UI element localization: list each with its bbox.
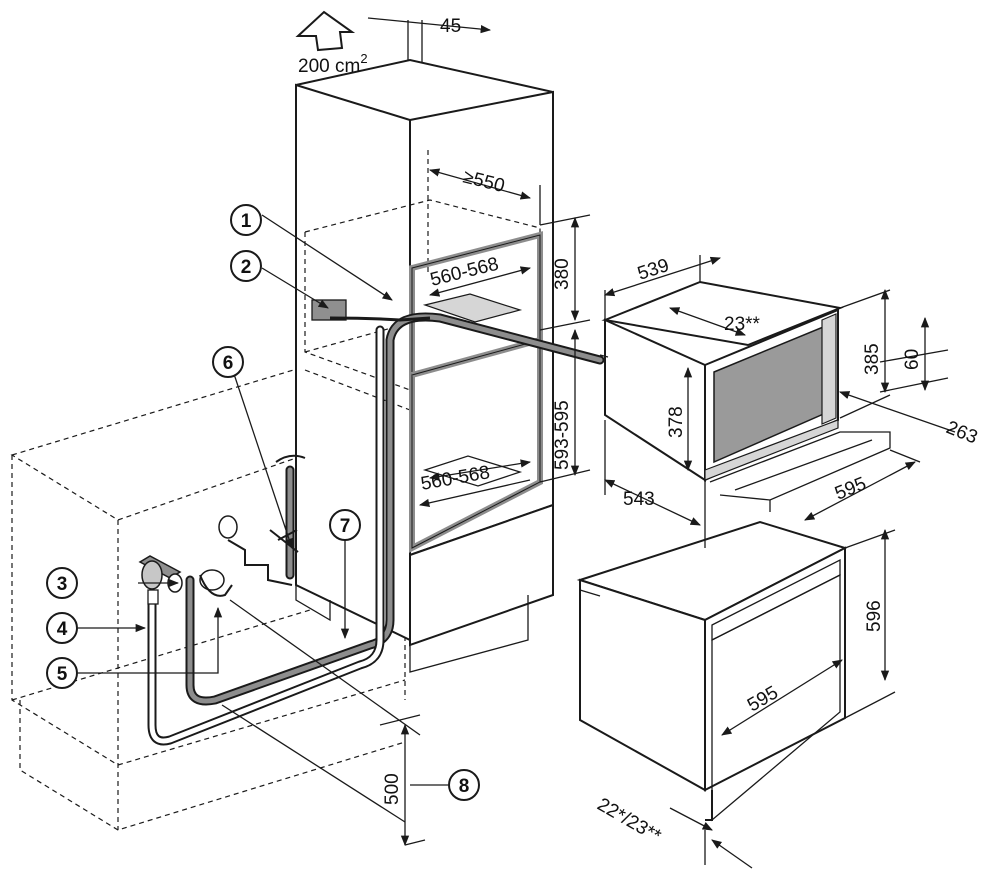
dim-top-unit-front-width: 595 — [832, 473, 869, 504]
siphon — [199, 515, 299, 597]
dim-oven-front-offset: 22*/23** — [594, 794, 665, 847]
dim-upper-height: 380 — [552, 258, 573, 290]
dim-oven-height: 596 — [864, 600, 885, 632]
dim-top-unit-height-385: 385 — [862, 343, 883, 375]
callout-4: 4 — [46, 612, 78, 644]
dim-top-unit-depth-543: 543 — [623, 489, 655, 510]
dim-top-unit-depth: 263 — [943, 417, 980, 448]
dimension-lines — [78, 17, 956, 869]
callout-8: 8 — [448, 769, 480, 801]
svg-text:2: 2 — [241, 257, 252, 278]
svg-text:6: 6 — [223, 353, 234, 374]
callout-7: 7 — [329, 509, 361, 541]
callout-3: 3 — [46, 567, 78, 599]
callout-6: 6 — [212, 346, 244, 378]
svg-text:3: 3 — [57, 574, 68, 595]
water-tap — [138, 555, 183, 605]
svg-text:8: 8 — [459, 776, 470, 797]
svg-text:5: 5 — [57, 664, 68, 685]
callout-1: 1 — [230, 204, 262, 236]
dim-top-depth: 45 — [440, 16, 461, 37]
dim-drain-height: 500 — [382, 773, 403, 805]
dim-top-unit-offset: 23** — [724, 314, 761, 335]
dim-lower-height: 593-595 — [552, 400, 573, 470]
callout-2: 2 — [230, 250, 262, 282]
svg-text:7: 7 — [340, 516, 351, 537]
oven — [576, 520, 848, 822]
dim-vent-area: 200 cm2 — [298, 51, 368, 77]
tall-cabinet — [295, 58, 554, 673]
hoses — [147, 312, 605, 746]
dim-top-unit-height-60: 60 — [902, 349, 923, 370]
svg-text:1: 1 — [241, 211, 252, 232]
up-arrow-outline-icon — [295, 10, 356, 52]
callout-5: 5 — [46, 657, 78, 689]
svg-text:4: 4 — [57, 619, 68, 640]
dim-top-unit-front-height: 378 — [666, 406, 687, 438]
dim-top-unit-width: 539 — [635, 255, 672, 285]
